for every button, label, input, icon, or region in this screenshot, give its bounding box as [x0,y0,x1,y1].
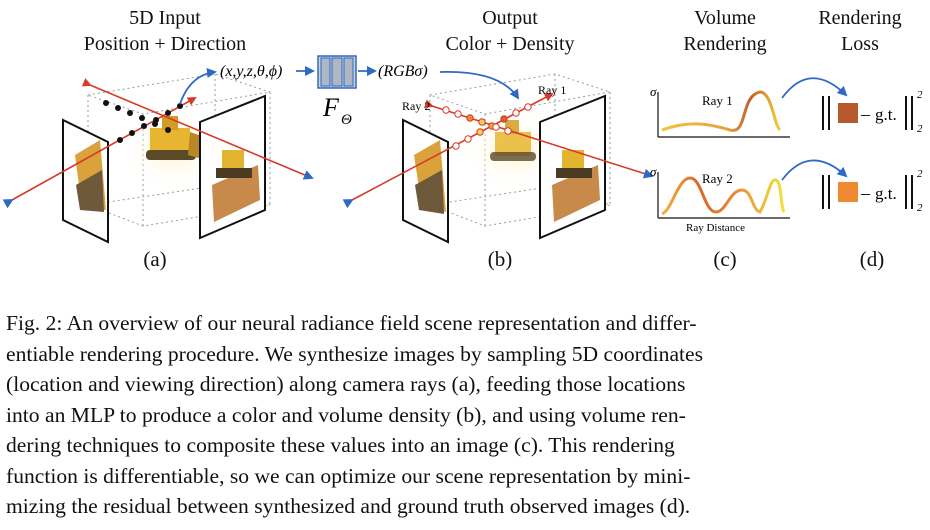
panel-d-loss: – g.t. 2 2 – g.t. 2 2 [822,89,923,214]
header-volume-line1: Volume [694,7,756,29]
panel-d-gt-1: g.t. [875,105,897,124]
panel-d-sub-2: 2 [917,202,923,214]
arrow-a-to-input [179,67,217,105]
arrow-c1-to-d1 [781,77,848,99]
panel-d-gt-2: g.t. [875,184,897,203]
header-rendering-loss: Rendering Loss [795,5,925,57]
sublabel-d: (d) [859,247,885,271]
caption-line-2: entiable rendering procedure. We synthes… [6,341,704,366]
header-loss-line2: Loss [841,33,879,55]
rendered-color-swatch-1 [838,103,858,123]
caption-line-5: dering techniques to composite these val… [6,433,675,457]
panel-c-ray2-density-curve [661,176,786,216]
sublabel-a: (a) [143,247,167,271]
panel-b-sample-points [442,103,532,150]
header-input-line1: 5D Input [129,7,201,29]
network-f-symbol: F [322,93,340,122]
caption-line-1: Fig. 2: An overview of our neural radian… [6,311,697,335]
arrow-c2-to-d2 [781,159,848,181]
panel-b-scene: Ray 1 Ray 2 [342,73,654,244]
caption-line-3: (location and viewing direction) along c… [6,372,686,396]
panel-d-sub-1: 2 [917,123,923,135]
panel-c-ray1-label: Ray 1 [702,93,733,108]
header-output: Output Color + Density [410,5,610,57]
arrow-output-to-b [439,71,520,100]
header-output-line2: Color + Density [445,33,575,55]
panel-a-ray-2 [81,78,314,180]
panel-a-sample-points [103,100,183,143]
panel-d-sup-2: 2 [917,168,923,180]
panel-c-sigma-bottom: σ [650,164,657,179]
network-input-label: (x,y,z,θ,ϕ) [220,63,282,80]
panel-b-ray2-label: Ray 2 [402,99,430,113]
panel-d-sup-1: 2 [917,89,923,101]
panel-b-ray1-label: Ray 1 [538,83,566,97]
panel-c-xlabel: Ray Distance [686,222,745,234]
header-input: 5D Input Position + Direction [40,5,290,57]
figure: 5D Input Position + Direction Output Col… [2,5,925,271]
header-volume-line2: Rendering [683,33,767,55]
figure-drawing: (x,y,z,θ,ϕ) F Θ (RGBσ) [2,55,923,244]
panel-d-minus-2: – [860,183,871,203]
header-output-line1: Output [482,7,538,29]
header-volume-rendering: Volume Rendering [655,5,795,57]
rendered-color-swatch-2 [838,182,858,202]
panel-c-plots: σ Ray 1 σ Ray 2 Ray Distance [650,84,790,234]
header-input-line2: Position + Direction [83,33,247,55]
network-output-label: (RGBσ) [378,63,428,80]
figure-caption: Fig. 2: An overview of our neural radian… [6,308,926,522]
caption-line-7: mizing the residual between synthesized … [6,494,691,518]
caption-line-6: function is differentiable, so we can op… [6,463,691,488]
header-loss-line1: Rendering [818,7,902,29]
panel-d-loss-row-2: – g.t. 2 2 [822,168,923,214]
caption-line-4: into an MLP to produce a color and volum… [6,402,686,427]
sublabel-b: (b) [487,247,513,271]
panel-d-minus-1: – [860,104,871,124]
panel-d-loss-row-1: – g.t. 2 2 [822,89,923,135]
panel-c-sigma-top: σ [650,84,657,99]
panel-c-ray1-density-curve [661,90,782,132]
network-mlp-block [317,55,357,89]
sublabel-c: (c) [713,247,737,271]
panel-c-ray2-label: Ray 2 [702,171,733,186]
panel-a-scene [2,73,314,244]
network-f-subscript: Θ [341,112,352,128]
